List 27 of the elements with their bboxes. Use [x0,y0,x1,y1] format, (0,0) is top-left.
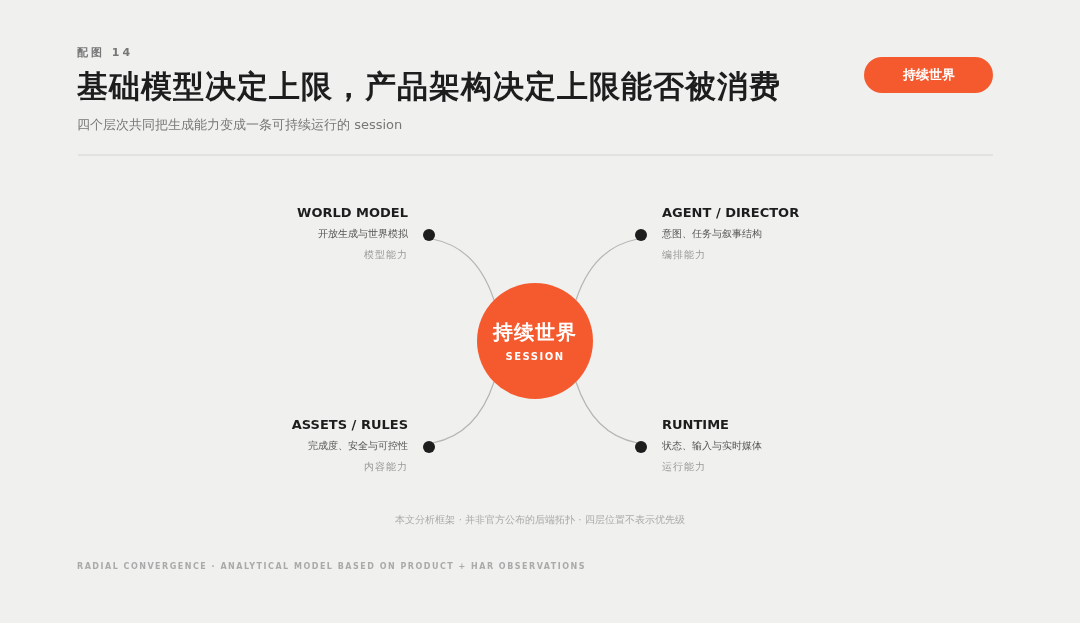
layer-tag: 运行能力 [662,460,706,474]
layer-tag: 编排能力 [662,248,706,262]
layer-description: 开放生成与世界模拟 [318,227,408,241]
heading: 基础模型决定上限，产品架构决定上限能否被消费 [77,67,781,106]
layer-description: 状态、输入与实时媒体 [662,439,762,453]
node-dot [423,441,435,453]
layer-title: AGENT / DIRECTOR [662,205,800,220]
kicker-text: 配图 14 [77,45,134,60]
layer-tag: 模型能力 [364,248,408,262]
hub-subtitle: SESSION [504,351,566,362]
connector-line [575,238,638,301]
connector-line [432,381,495,444]
connector-line [432,238,495,301]
layer-description: 意图、任务与叙事结构 [662,227,762,241]
footer-text: RADIAL CONVERGENCE · ANALYTICAL MODEL BASED ON PRODUCT + HAR OBSERVATIONS [77,562,587,571]
node-dot [423,229,435,241]
hub-title: 持续世界 [491,319,578,346]
tag-pill: 持续世界 [864,57,993,93]
connector-line [575,381,638,444]
layer-title: RUNTIME [662,417,729,432]
layer-description: 完成度、安全与可控性 [308,439,408,453]
subtitle: 四个层次共同把生成能力变成一条可持续运行的 session [77,116,403,134]
node-dot [635,441,647,453]
layer-title: WORLD MODEL [297,205,408,220]
layer-title: ASSETS / RULES [291,417,408,432]
node-dot [635,229,647,241]
layer-tag: 内容能力 [364,460,408,474]
